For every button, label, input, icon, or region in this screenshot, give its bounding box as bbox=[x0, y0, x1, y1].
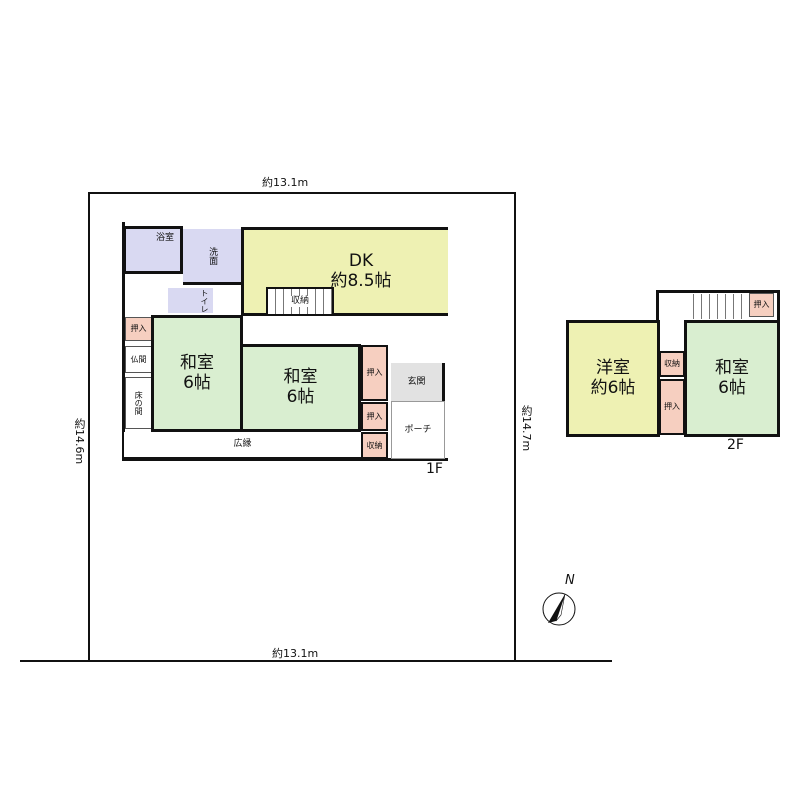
room-washitsu-2f: 和室 6帖 bbox=[684, 320, 780, 437]
room-engawa: 広縁 bbox=[124, 432, 361, 460]
closet-left: 押入 bbox=[125, 317, 152, 341]
room-tokonoma: 床の間 bbox=[125, 377, 152, 429]
room-washroom: 洗面 bbox=[183, 229, 241, 285]
dim-left: 約14.6m bbox=[73, 418, 86, 465]
dim-bottom: 約13.1m bbox=[272, 647, 319, 660]
floor2-stairs bbox=[686, 294, 746, 319]
dim-top: 約13.1m bbox=[262, 176, 309, 189]
lot-left-line bbox=[88, 192, 90, 662]
lot-top-line bbox=[89, 192, 516, 194]
stairs-storage: 収納 bbox=[266, 287, 334, 316]
floor2-label: 2F bbox=[727, 437, 744, 453]
storage-2f: 収納 bbox=[659, 351, 685, 377]
storage-right: 収納 bbox=[361, 432, 388, 459]
room-toilet: トイレ bbox=[168, 288, 213, 313]
room-yoshitsu: 洋室 約6帖 bbox=[566, 320, 660, 437]
porch: ポーチ bbox=[391, 401, 445, 459]
floor1-label: 1F bbox=[426, 461, 443, 477]
closet-right: 押入 bbox=[361, 345, 388, 401]
closet-top-2f: 押入 bbox=[749, 293, 774, 317]
room-bath: 浴室 bbox=[123, 226, 183, 274]
room-washitsu-left: 和室 6帖 bbox=[151, 315, 243, 432]
dim-right: 約14.7m bbox=[520, 405, 533, 452]
ground-line bbox=[20, 660, 612, 662]
room-washitsu-right: 和室 6帖 bbox=[240, 344, 361, 432]
room-genkan: 玄関 bbox=[391, 363, 445, 401]
room-butsuma: 仏間 bbox=[125, 346, 152, 373]
north-arrow-icon bbox=[542, 592, 576, 626]
closet-right-lower: 押入 bbox=[361, 402, 388, 431]
lot-right-line bbox=[514, 192, 516, 662]
floor2-outline bbox=[656, 290, 780, 323]
compass-label: N bbox=[565, 573, 575, 588]
closet-mid-2f: 押入 bbox=[659, 379, 685, 435]
